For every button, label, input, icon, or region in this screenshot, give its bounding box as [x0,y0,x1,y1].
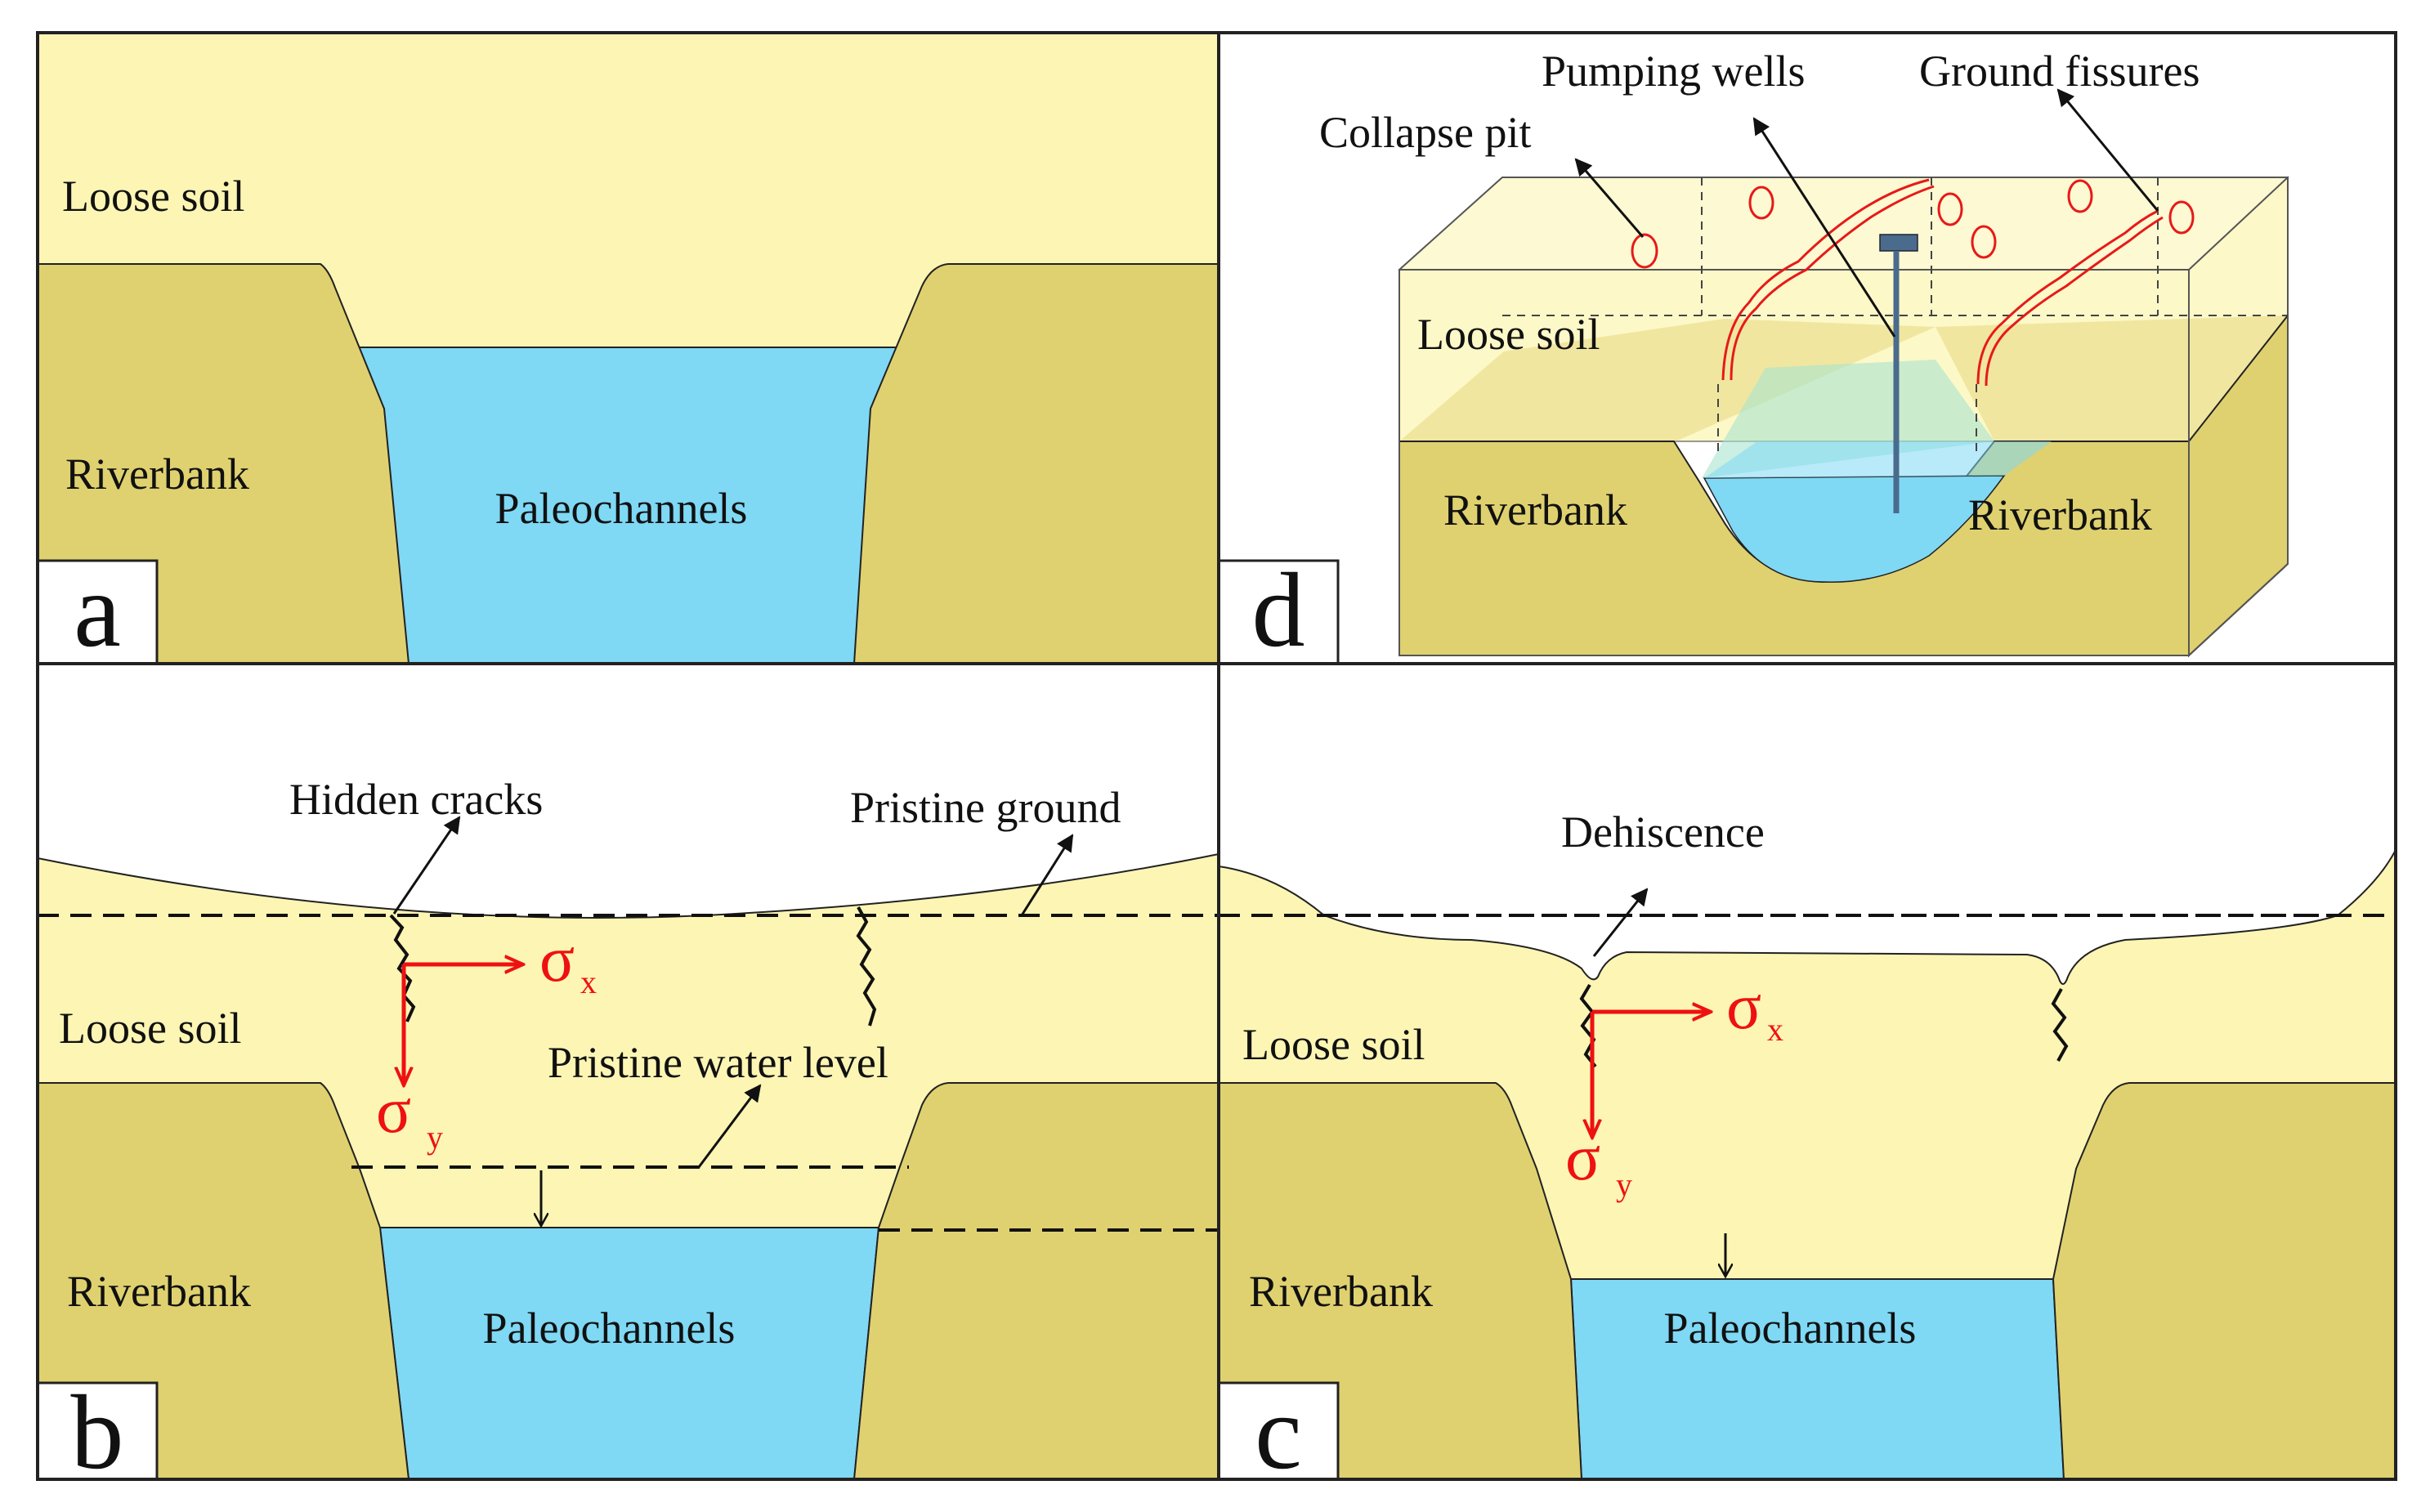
panel-d-collapse-pit-label: Collapse pit [1319,108,1531,157]
panel-borders [36,31,2397,1481]
panel-c-right-bank [2052,1082,2396,1480]
panel-b-sigma-y-sub: y [427,1119,443,1156]
panel-d-riverbank-right-label: Riverbank [1968,490,2152,539]
panel-b-hidden-crack-2 [856,906,877,1027]
panel-b-sigma-x: σ [539,924,575,995]
panel-d-letter: d [1252,552,1305,669]
panel-b-water-level-leader [697,1084,762,1168]
panel-b-letter-box [36,1381,159,1481]
panel-d-right-bank-surface [1935,315,2288,441]
panel-b: σ x σ y b Hidden cracks Pristine ground … [36,664,2396,1492]
panel-b-sigma-x-sub: x [580,964,597,1000]
panel-c-dehiscence-leader [1592,888,1649,957]
panel-d-dashed-lines [1502,177,2288,458]
panel-d-leader-arrows [1574,88,2159,338]
panel-b-water-level-label: Pristine water level [548,1038,888,1087]
panel-c-crack-2 [2051,988,2069,1062]
panel-d-ground-fissures-label: Ground fissures [1919,47,2200,96]
panel-d-left-bank-surface [1399,319,1935,441]
panel-b-water [378,1227,880,1480]
panel-d-water [1703,475,2006,583]
panel-b-hidden-cracks-leader [392,816,461,915]
panel-d-pumping-well [1879,234,1918,513]
panel-c-letter-box [1217,1381,1340,1481]
panel-c-riverbank-label: Riverbank [1249,1267,1433,1316]
panel-a-letter: a [74,552,121,669]
panel-c-sigma-x: σ [1726,971,1761,1043]
panel-b-right-bank [853,1082,1219,1480]
panel-d-riverbank-left-label: Riverbank [1443,485,1627,535]
panel-a: a Loose soil Riverbank Paleochannels [36,33,1219,669]
panel-d: d Pumping wells Ground fissures Collapse… [1217,33,2396,669]
panel-d-loose-soil-label: Loose soil [1417,310,1600,359]
panel-b-riverbank-label: Riverbank [67,1267,251,1316]
panel-b-pristine-ground-label: Pristine ground [850,783,1121,832]
panel-d-letter-box [1217,559,1340,665]
panel-c: σ x σ y c Dehiscence Loose soil Riverban… [1217,807,2396,1492]
panel-c-sigma-y: σ [1565,1122,1600,1194]
panel-b-hidden-crack-1 [389,914,416,1022]
panel-b-loose-soil-label: Loose soil [59,1004,242,1053]
panel-d-ground-fissures [1721,178,2164,387]
panel-d-block-outline [1398,177,2289,656]
panel-a-loose-soil-label: Loose soil [62,172,245,221]
panel-b-paleochannels-label: Paleochannels [483,1304,736,1353]
panel-a-right-bank [853,263,1219,664]
panel-d-collapse-pits [1631,179,2195,269]
panel-a-riverbank-label: Riverbank [65,450,249,499]
panel-c-paleochannels-label: Paleochannels [1664,1304,1917,1353]
panel-d-pumping-wells-label: Pumping wells [1542,47,1806,96]
panel-b-letter: b [71,1374,124,1492]
panel-c-dehiscence-label: Dehiscence [1561,807,1765,857]
panel-c-sigma-y-sub: y [1616,1166,1632,1203]
panel-d-water-top [1704,441,2052,478]
panel-c-crack-1 [1579,983,1597,1068]
panel-c-left-bank [1218,1082,1583,1480]
panel-c-loose-soil-label: Loose soil [1242,1020,1425,1069]
panel-a-paleochannels-label: Paleochannels [495,484,748,533]
panel-b-sigma-y: σ [376,1075,411,1147]
panel-c-letter: c [1255,1374,1302,1492]
panel-c-sigma-x-sub: x [1767,1011,1783,1048]
panel-b-left-bank [37,1082,410,1480]
panel-b-hidden-cracks-label: Hidden cracks [289,775,543,824]
panel-b-pristine-ground-leader [1020,834,1074,916]
